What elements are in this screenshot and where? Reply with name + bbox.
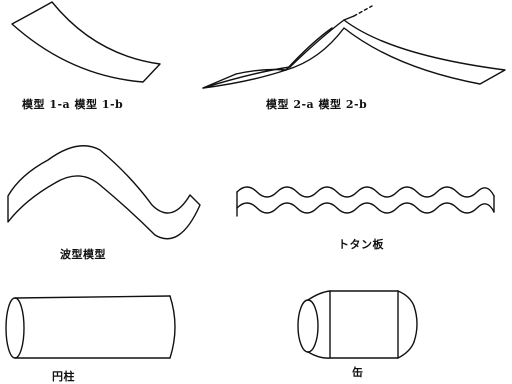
label-barrel: 缶 — [352, 366, 364, 379]
barrel — [297, 290, 418, 359]
label-model-1: 模型 1-a 模型 1-b — [22, 98, 124, 111]
label-model-2: 模型 2-a 模型 2-b — [266, 98, 368, 111]
label-cylinder: 円柱 — [52, 370, 75, 383]
label-wave-model: 波型模型 — [60, 248, 106, 261]
cylinder — [5, 295, 176, 359]
model-1-sheet — [11, 1, 161, 83]
tin-plate — [236, 186, 495, 217]
wave-model — [7, 145, 201, 240]
label-tin-plate: トタン板 — [338, 238, 384, 251]
model-2-sheets — [202, 5, 506, 89]
